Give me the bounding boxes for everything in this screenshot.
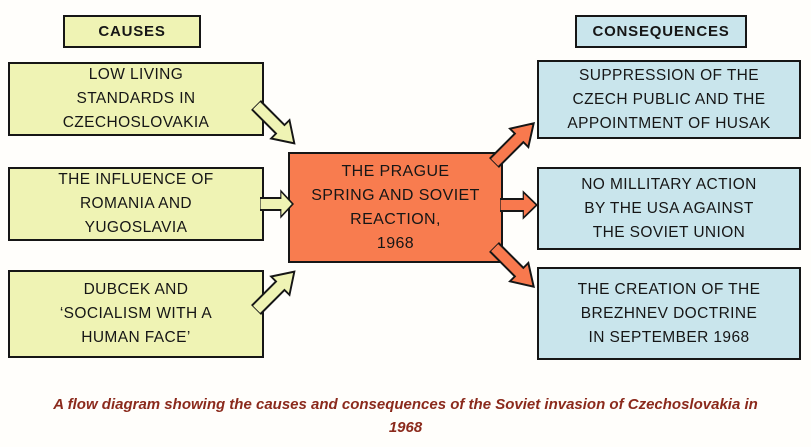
cause-box-romania-yugoslavia: THE INFLUENCE OF ROMANIA AND YUGOSLAVIA [8, 167, 264, 241]
arrow-consequence-3-icon [483, 236, 545, 298]
cause-box-dubcek-socialism: DUBCEK AND ‘SOCIALISM WITH A HUMAN FACE’ [8, 270, 264, 358]
consequence-box-no-military-action: NO MILLITARY ACTION BY THE USA AGAINST T… [537, 167, 801, 250]
arrow-cause-2-icon [260, 189, 294, 219]
consequence-box-brezhnev-doctrine: THE CREATION OF THE BREZHNEV DOCTRINE IN… [537, 267, 801, 360]
arrow-cause-1-icon [245, 94, 306, 155]
center-box-prague-spring: THE PRAGUE SPRING AND SOVIET REACTION, 1… [288, 152, 503, 263]
causes-header: CAUSES [63, 15, 201, 48]
diagram-caption: A flow diagram showing the causes and co… [53, 396, 758, 436]
arrow-consequence-2-icon [500, 190, 538, 220]
arrow-cause-3-icon [245, 260, 306, 321]
cause-box-low-living-standards: LOW LIVING STANDARDS IN CZECHOSLOVAKIA [8, 62, 264, 136]
consequence-box-suppression-husak: SUPPRESSION OF THE CZECH PUBLIC AND THE … [537, 60, 801, 139]
arrow-consequence-1-icon [483, 111, 545, 173]
consequences-header: CONSEQUENCES [575, 15, 747, 48]
